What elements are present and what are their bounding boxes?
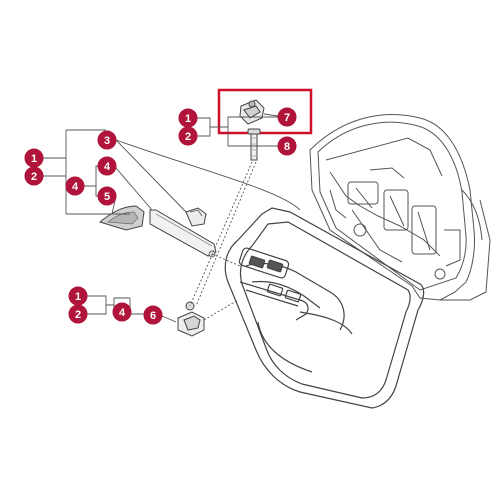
svg-text:3: 3 xyxy=(104,135,110,147)
small-clip-part xyxy=(185,207,207,227)
leader-lines xyxy=(43,113,301,323)
svg-text:2: 2 xyxy=(75,309,81,321)
callout-4-bottom: 4 xyxy=(112,302,132,322)
svg-text:6: 6 xyxy=(150,310,156,322)
callout-markers: 1 2 7 8 1 2 3 4 xyxy=(24,107,297,325)
callout-6: 6 xyxy=(143,305,163,325)
svg-text:1: 1 xyxy=(75,291,81,303)
svg-text:2: 2 xyxy=(31,171,37,183)
mirror-triangle-cover xyxy=(98,205,145,231)
svg-text:1: 1 xyxy=(185,113,191,125)
highlight-box-part-7 xyxy=(217,88,313,135)
callout-3: 3 xyxy=(97,130,117,150)
svg-text:4: 4 xyxy=(72,181,79,193)
callout-5: 5 xyxy=(97,186,117,206)
callout-1-bottom: 1 xyxy=(68,286,88,306)
callout-8: 8 xyxy=(277,136,297,156)
svg-text:7: 7 xyxy=(284,112,290,124)
callout-1-top: 1 xyxy=(178,108,198,128)
svg-text:5: 5 xyxy=(104,191,110,203)
screw-part-8 xyxy=(247,128,261,161)
svg-text:2: 2 xyxy=(185,131,191,143)
svg-text:8: 8 xyxy=(284,141,290,153)
svg-text:4: 4 xyxy=(119,307,126,319)
callout-1-left: 1 xyxy=(24,148,44,168)
callout-4-upper: 4 xyxy=(97,156,117,176)
car-body-outline xyxy=(309,114,491,301)
svg-text:4: 4 xyxy=(104,161,111,173)
callout-2-left: 2 xyxy=(24,166,44,186)
door-trim-panel xyxy=(224,207,425,409)
window-strip-seal xyxy=(149,209,217,258)
callout-7: 7 xyxy=(277,107,297,127)
clip-part-6 xyxy=(177,301,205,337)
svg-text:1: 1 xyxy=(31,153,37,165)
callout-2-top: 2 xyxy=(178,126,198,146)
callout-2-bottom: 2 xyxy=(68,304,88,324)
door-switch-part-7 xyxy=(239,99,265,125)
callout-4-middle: 4 xyxy=(65,176,85,196)
